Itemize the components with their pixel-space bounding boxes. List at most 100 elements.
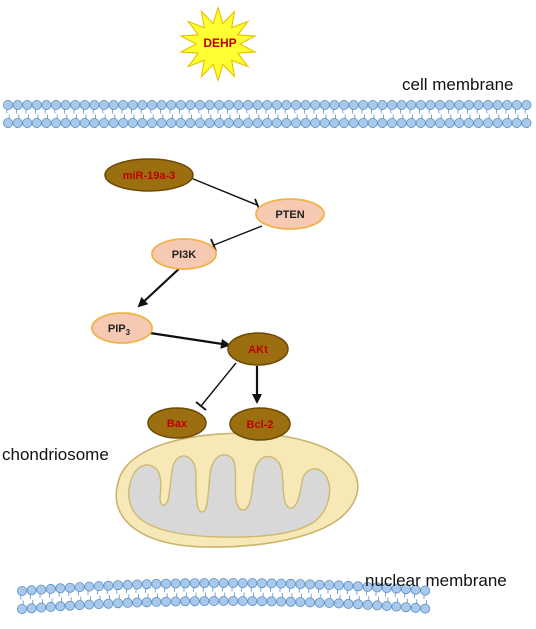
mitochondrion-cristae bbox=[127, 454, 331, 538]
cell-membrane-lipid-head bbox=[348, 118, 359, 129]
nuclear-membrane-lipid-head bbox=[362, 581, 373, 592]
nuclear-membrane-lipid-head bbox=[295, 597, 306, 608]
nuclear-membrane-lipid-head bbox=[141, 597, 152, 608]
node-pi3k-label: PI3K bbox=[172, 249, 197, 261]
dehp-label: DEHP bbox=[203, 36, 236, 50]
cell-membrane-lipid-head bbox=[434, 100, 445, 111]
cell-membrane-lipid-head bbox=[252, 118, 263, 129]
node-bcl2-shape bbox=[229, 407, 291, 441]
cell-membrane-lipid-head bbox=[482, 118, 493, 129]
cell-membrane-lipid-head bbox=[70, 100, 81, 111]
nuclear-membrane-lipid-head bbox=[391, 583, 402, 594]
cell-membrane-lipid-head bbox=[463, 100, 474, 111]
node-mir: miR-19a-3 bbox=[104, 158, 194, 192]
cell-membrane-lipid-head bbox=[185, 100, 196, 111]
nuclear-membrane-lipid-head bbox=[122, 597, 133, 608]
cell-membrane-lipid-head bbox=[3, 100, 13, 111]
nuclear-membrane-lipid-head bbox=[362, 599, 373, 610]
nuclear-membrane-lipid-head bbox=[372, 600, 383, 611]
node-akt-shape bbox=[227, 332, 289, 366]
cell-membrane-lipid-head bbox=[194, 118, 205, 129]
cell-membrane-lipid-head bbox=[89, 118, 100, 129]
cell-membrane-lipid-head bbox=[118, 118, 129, 129]
cell-membrane-lipid-head bbox=[281, 100, 292, 111]
cell-membrane-lipid-head bbox=[300, 118, 311, 129]
cell-membrane-lipid-head bbox=[377, 118, 388, 129]
nuclear-membrane-lipid-head bbox=[74, 582, 85, 593]
node-pi3k-shape bbox=[151, 238, 217, 270]
nuclear-membrane-lipid-head bbox=[420, 603, 431, 614]
nuclear-membrane-lipid-head bbox=[36, 602, 47, 613]
node-bax-label: Bax bbox=[167, 418, 188, 430]
nuclear-membrane-lipid-head bbox=[266, 578, 277, 589]
cell-membrane-lipid-head bbox=[310, 100, 321, 111]
cell-membrane-lipid-head bbox=[511, 100, 522, 111]
cell-membrane-lipid-head bbox=[358, 118, 369, 129]
cell-membrane-lipid-head bbox=[262, 100, 273, 111]
nuclear-membrane-lipid-head bbox=[285, 596, 296, 607]
cell-membrane-lipid-head bbox=[386, 100, 397, 111]
cell-membrane-lipid-head bbox=[233, 100, 244, 111]
nuclear-membrane-lipid-head bbox=[55, 583, 66, 594]
node-pten-label: PTEN bbox=[275, 209, 304, 221]
nuclear-membrane-lipid-head bbox=[343, 598, 354, 609]
nuclear-membrane-lipid-head bbox=[84, 581, 95, 592]
cell-membrane-lipid-head bbox=[79, 118, 90, 129]
cell-membrane-lipid-head bbox=[367, 100, 378, 111]
nuclear-membrane-lipid-head bbox=[324, 580, 335, 591]
cell-membrane-lipid-head bbox=[290, 118, 301, 129]
nuclear-membrane-lipid-head bbox=[160, 596, 171, 607]
nuclear-membrane-lipid-head bbox=[16, 586, 27, 597]
cell-membrane-lipid-head bbox=[3, 118, 13, 129]
nuclear-membrane-lipid-head bbox=[208, 578, 219, 589]
nuclear-membrane-lipid-head bbox=[266, 596, 277, 607]
cell-membrane-lipid-head bbox=[358, 100, 369, 111]
nuclear-membrane-lipid-head bbox=[228, 578, 239, 589]
cell-membrane-lipid-head bbox=[31, 118, 42, 129]
cell-membrane-lipid-head bbox=[415, 100, 426, 111]
cell-membrane-lipid-head bbox=[223, 100, 234, 111]
pip3-subscript: 3 bbox=[126, 328, 131, 337]
nuclear-membrane-lipid-head bbox=[343, 580, 354, 591]
cell-membrane-lipid-head bbox=[204, 100, 215, 111]
cell-membrane-lipid-head bbox=[473, 100, 484, 111]
cell-membrane-lipid-head bbox=[281, 118, 292, 129]
nuclear-membrane-lipid-head bbox=[151, 596, 162, 607]
cell-membrane-label: cell membrane bbox=[402, 75, 514, 94]
cell-membrane-lipid-head bbox=[434, 118, 445, 129]
cell-membrane-lipid-head bbox=[386, 118, 397, 129]
cell-membrane-lipid-head bbox=[166, 118, 177, 129]
nuclear-membrane-lipid-head bbox=[400, 602, 411, 613]
cell-membrane-lipid-head bbox=[41, 118, 52, 129]
cell-membrane-lipid-head bbox=[99, 118, 110, 129]
nuclear-membrane-lipid-head bbox=[74, 600, 85, 611]
cell-membrane-lipid-head bbox=[425, 118, 436, 129]
cell-membrane-lipid-head bbox=[70, 118, 81, 129]
nuclear-membrane-lipid-head bbox=[400, 584, 411, 595]
cell-membrane-lipid-head bbox=[12, 118, 23, 129]
nuclear-membrane-lipid-head bbox=[352, 599, 363, 610]
cell-membrane-lipid-head bbox=[310, 118, 321, 129]
nuclear-membrane-lipid-head bbox=[122, 579, 133, 590]
cell-membrane-lipid-head bbox=[319, 100, 330, 111]
cell-membrane-lipid-head bbox=[214, 118, 225, 129]
cell-membrane-lipid-head bbox=[31, 100, 42, 111]
cell-membrane-lipid-head bbox=[262, 118, 273, 129]
nuclear-membrane-lipid-head bbox=[218, 578, 229, 589]
cell-membrane-lipid-head bbox=[146, 118, 157, 129]
cell-membrane-lipid-head bbox=[271, 100, 282, 111]
cell-membrane-lipid-head bbox=[156, 100, 167, 111]
mitochondrion bbox=[115, 432, 359, 548]
cell-membrane-lipid-head bbox=[329, 118, 340, 129]
nuclear-membrane-lipid-head bbox=[256, 596, 267, 607]
cell-membrane-lipid-head bbox=[482, 100, 493, 111]
nuclear-membrane-lipid-head bbox=[93, 599, 104, 610]
node-bax: Bax bbox=[147, 407, 207, 439]
node-pip3-label: PIP3 bbox=[108, 323, 131, 337]
nuclear-membrane-lipid-head bbox=[304, 597, 315, 608]
nuclear-membrane-lipid-head bbox=[103, 598, 114, 609]
nuclear-membrane-lipid-head bbox=[314, 597, 325, 608]
cell-membrane-lipid-head bbox=[502, 100, 513, 111]
nuclear-membrane-lipid-head bbox=[199, 578, 210, 589]
nuclear-membrane-lipid-head bbox=[314, 579, 325, 590]
